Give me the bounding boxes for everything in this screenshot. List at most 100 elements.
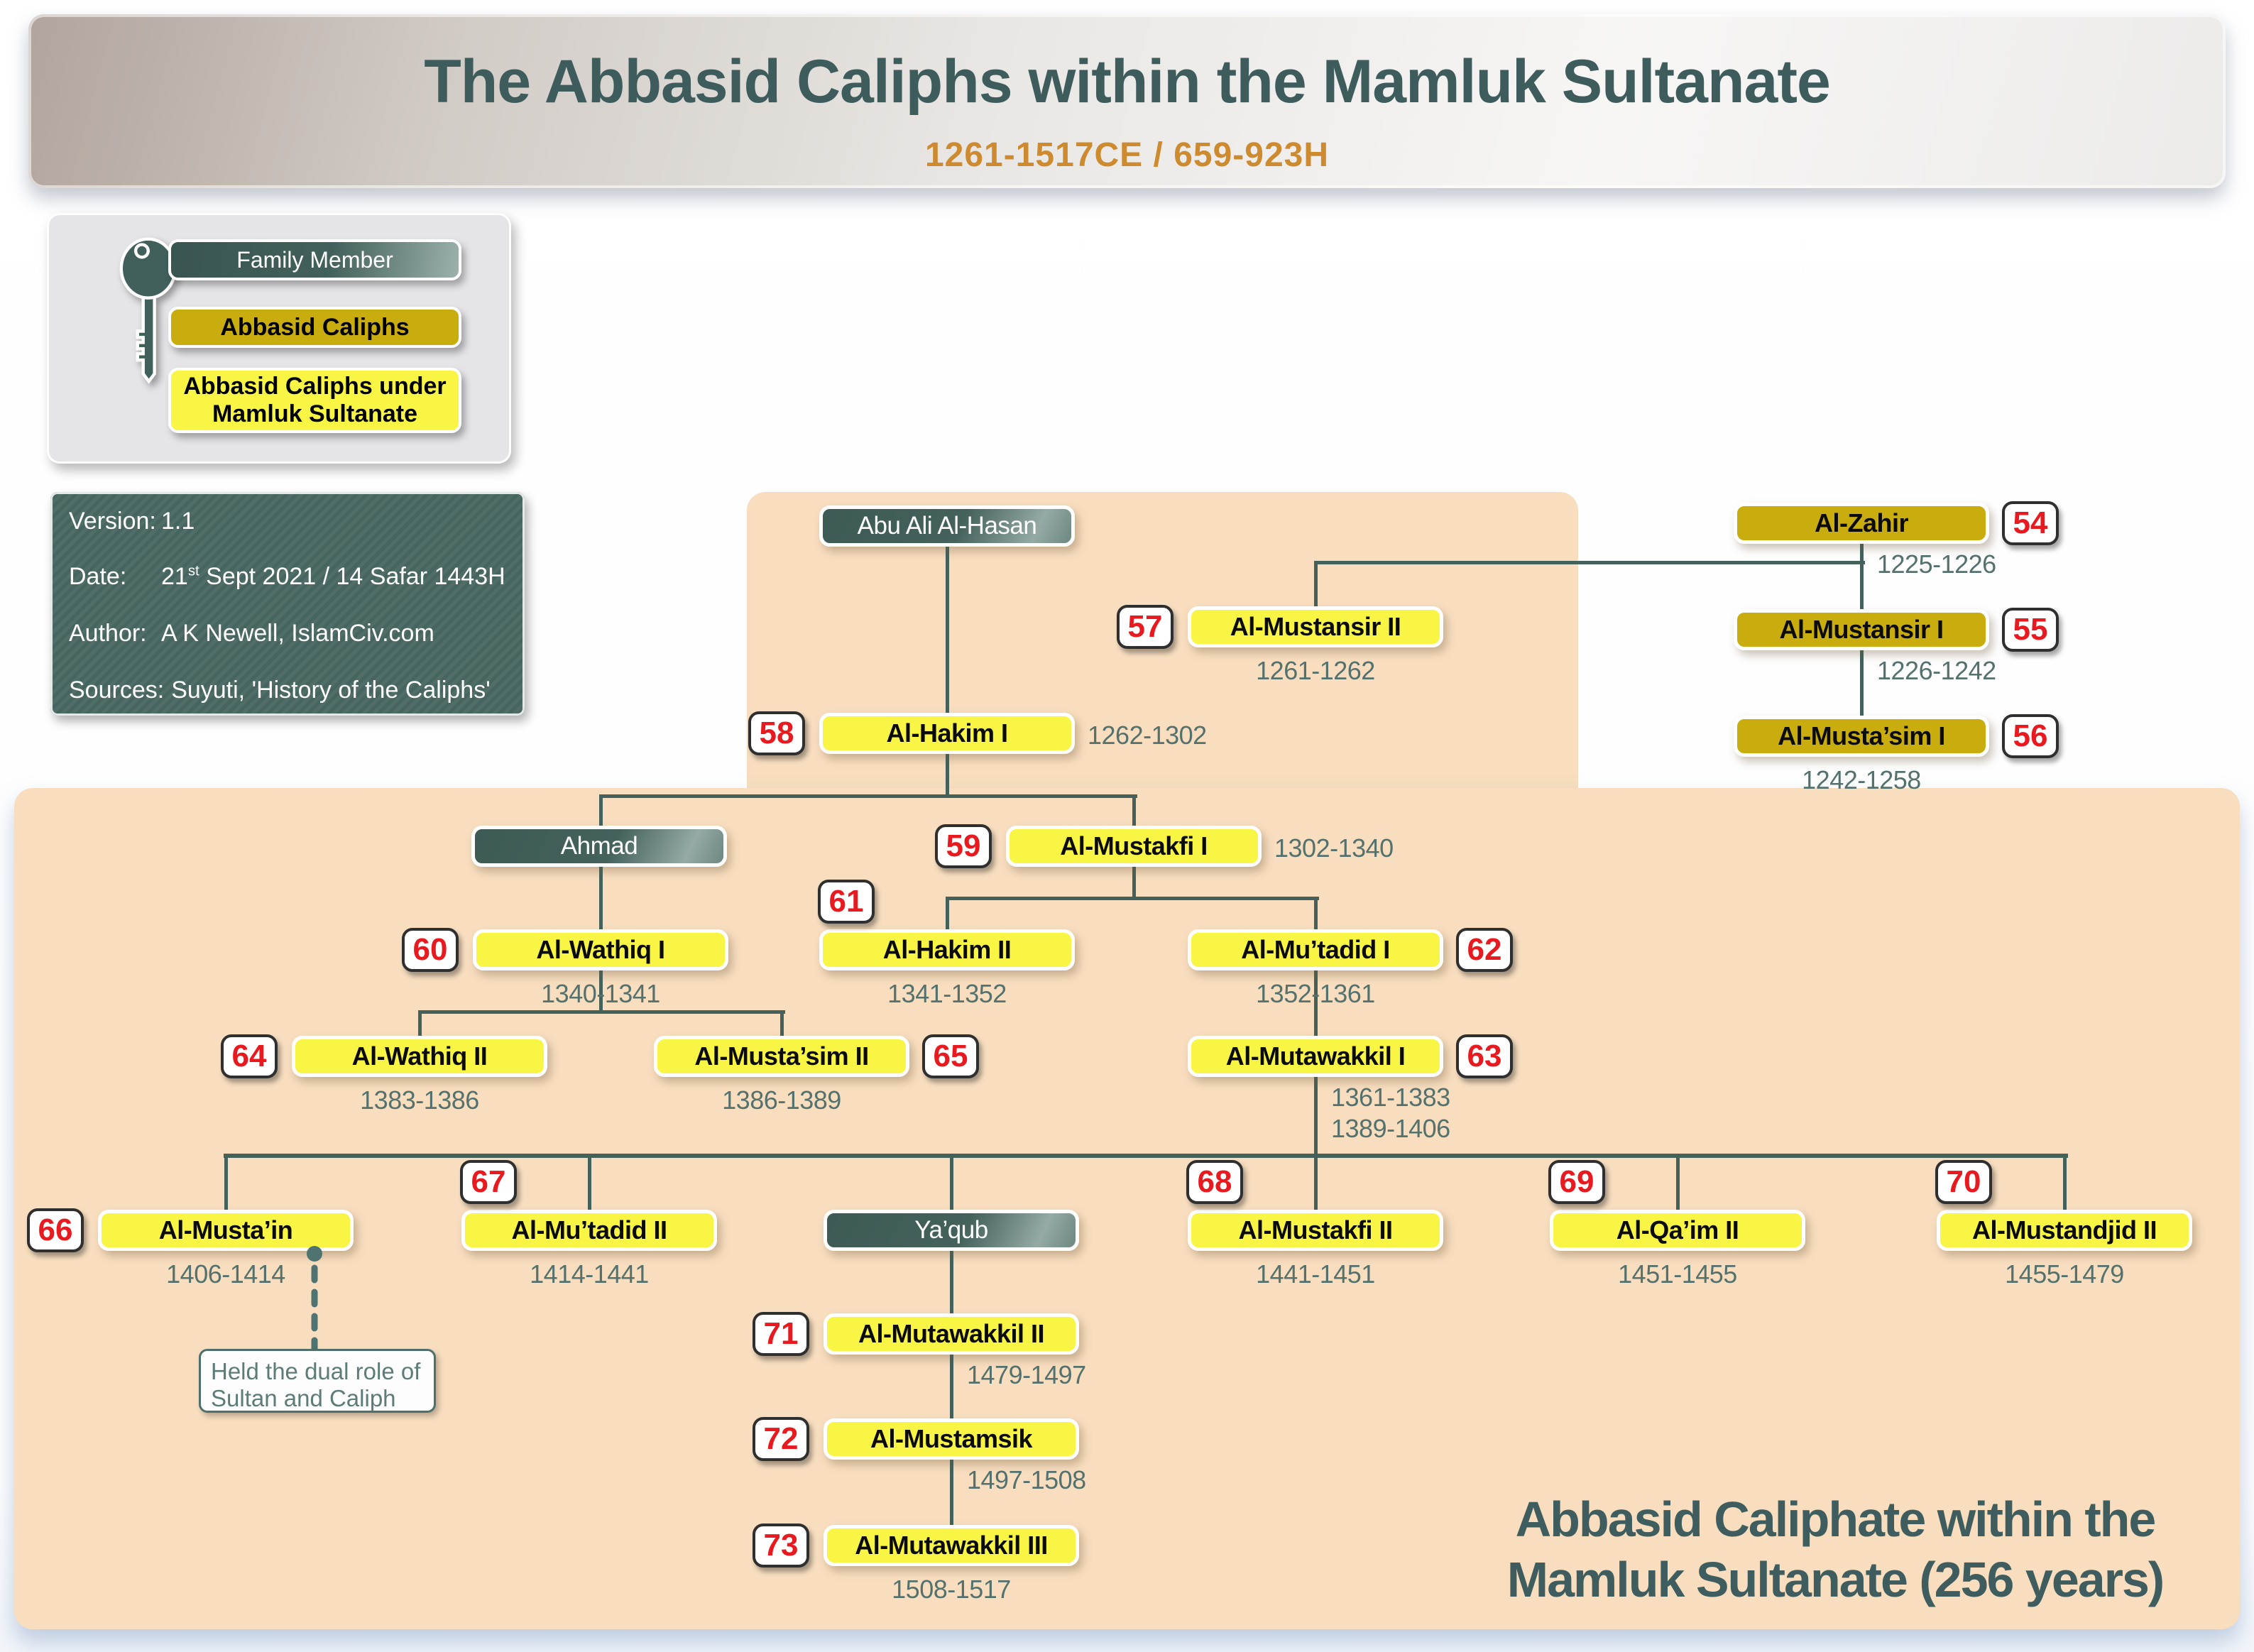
- node-label: Al-Mustandjid II: [1972, 1215, 2157, 1245]
- date-label: 1242-1258: [1802, 765, 1921, 794]
- connector-line: [945, 898, 949, 931]
- number-badge-72: 72: [753, 1417, 809, 1461]
- title-banner: The Abbasid Caliphs within the Mamluk Su…: [28, 14, 2226, 188]
- legend-label: Abbasid Caliphs under Mamluk Sultanate: [183, 372, 447, 427]
- connector-line: [1313, 562, 1318, 606]
- node-label: Al-Mu’tadid I: [1241, 935, 1390, 964]
- number-badge-58: 58: [748, 711, 805, 755]
- connector-line: [1859, 650, 1864, 716]
- node-label: Abu Ali Al-Hasan: [857, 512, 1037, 540]
- legend-item-abbasid-caliphs: Abbasid Caliphs: [168, 307, 461, 348]
- date-label: 1361-1383: [1331, 1083, 1450, 1112]
- author-label: Author:: [69, 620, 147, 647]
- connector-line: [949, 1156, 953, 1211]
- connector-line: [1313, 1156, 1318, 1211]
- number-badge-64: 64: [221, 1034, 278, 1078]
- number-badge-68: 68: [1186, 1160, 1243, 1204]
- node-mustain: Al-Musta’in: [98, 1210, 354, 1251]
- connector-line: [1313, 560, 1865, 564]
- node-qaim2: Al-Qa’im II: [1550, 1210, 1805, 1251]
- date-label: Date:: [69, 563, 127, 590]
- note-box: Held the dual role of Sultan and Caliph: [199, 1349, 436, 1413]
- node-label: Al-Hakim II: [882, 935, 1012, 964]
- legend-label: Abbasid Caliphs: [220, 313, 410, 341]
- number-badge-67: 67: [460, 1160, 517, 1204]
- connector-line: [598, 970, 603, 1013]
- node-mustansir1: Al-Mustansir I: [1734, 609, 1989, 650]
- node-label: Al-Mutawakkil III: [855, 1531, 1048, 1560]
- caption: Abbasid Caliphate within the Mamluk Sult…: [1477, 1489, 2194, 1611]
- connector-line: [945, 896, 1319, 900]
- node-hakim2: Al-Hakim II: [819, 929, 1075, 970]
- number-badge-71: 71: [753, 1312, 809, 1356]
- page-title: The Abbasid Caliphs within the Mamluk Su…: [424, 48, 1831, 116]
- node-label: Ahmad: [560, 832, 638, 860]
- caption-line1: Abbasid Caliphate within the: [1515, 1492, 2157, 1547]
- connector-line: [1132, 867, 1136, 899]
- number-badge-63: 63: [1456, 1034, 1513, 1078]
- number-badge-57: 57: [1117, 605, 1173, 649]
- node-mustakfi2: Al-Mustakfi II: [1188, 1210, 1443, 1251]
- node-mutadid2: Al-Mu’tadid II: [461, 1210, 717, 1251]
- node-label: Al-Mustansir II: [1230, 612, 1401, 641]
- node-ahmad: Ahmad: [471, 826, 727, 867]
- info-version-row: Version:1.1: [69, 508, 195, 535]
- date-label: 1262-1302: [1088, 721, 1207, 750]
- date-label: 1406-1414: [166, 1259, 285, 1289]
- date-label: 1225-1226: [1877, 549, 1996, 579]
- node-yaqub: Ya’qub: [824, 1210, 1079, 1251]
- page-subtitle: 1261-1517CE / 659-923H: [924, 136, 1330, 174]
- number-badge-56: 56: [2002, 714, 2059, 758]
- number-badge-55: 55: [2002, 608, 2059, 652]
- legend-item-family-member: Family Member: [168, 239, 461, 280]
- node-hakim1: Al-Hakim I: [819, 713, 1075, 754]
- version-value: 1.1: [161, 508, 195, 535]
- node-label: Al-Zahir: [1814, 508, 1909, 537]
- date-label: 1302-1340: [1274, 833, 1394, 863]
- legend-panel: Family Member Abbasid Caliphs Abbasid Ca…: [47, 213, 511, 464]
- node-label: Al-Mustamsik: [870, 1424, 1033, 1453]
- legend-item-mamluk-caliphs: Abbasid Caliphs under Mamluk Sultanate: [168, 368, 461, 433]
- date-label: 1508-1517: [892, 1575, 1011, 1604]
- node-wathiq2: Al-Wathiq II: [292, 1036, 547, 1077]
- node-mustasim1: Al-Musta’sim I: [1734, 716, 1989, 757]
- number-badge-54: 54: [2002, 501, 2059, 545]
- node-label: Al-Musta’in: [158, 1215, 293, 1245]
- node-mutawakkil2: Al-Mutawakkil II: [824, 1313, 1079, 1355]
- date-label: 1352-1361: [1256, 979, 1375, 1008]
- connector-line: [417, 1012, 422, 1037]
- version-label: Version:: [69, 508, 156, 535]
- connector-line: [598, 796, 603, 827]
- number-badge-60: 60: [402, 928, 459, 972]
- node-label: Ya’qub: [914, 1216, 988, 1244]
- node-label: Al-Mustansir I: [1779, 615, 1944, 644]
- connector-line: [945, 754, 949, 797]
- node-label: Al-Mustakfi I: [1060, 831, 1208, 860]
- author-value: A K Newell, IslamCiv.com: [161, 620, 434, 647]
- date-label: 1340-1341: [541, 979, 660, 1008]
- date-label: 1414-1441: [530, 1259, 649, 1289]
- number-badge-61: 61: [818, 880, 875, 924]
- connector-line: [224, 1154, 2068, 1158]
- node-mustakfi1: Al-Mustakfi I: [1006, 826, 1262, 867]
- sources-label: Sources:: [69, 677, 165, 704]
- date-label: 1386-1389: [722, 1085, 841, 1115]
- date-label: 1261-1262: [1256, 656, 1375, 685]
- date-label: 1389-1406: [1331, 1114, 1450, 1143]
- node-label: Al-Musta’sim II: [694, 1041, 869, 1071]
- connector-line: [2062, 1156, 2067, 1211]
- info-panel: Version:1.1 Date: 21st Sept 2021 / 14 Saf…: [50, 492, 525, 716]
- date-label: 1441-1451: [1256, 1259, 1375, 1289]
- node-mustasim2: Al-Musta’sim II: [654, 1036, 909, 1077]
- date-label: 1383-1386: [360, 1085, 479, 1115]
- number-badge-66: 66: [27, 1208, 84, 1252]
- node-mustandjid2: Al-Mustandjid II: [1937, 1210, 2192, 1251]
- date-value: 21st Sept 2021 / 14 Safar 1443H: [161, 563, 505, 590]
- node-label: Al-Wathiq I: [536, 935, 665, 964]
- connector-line: [224, 1156, 228, 1211]
- connector-line: [587, 1156, 591, 1211]
- node-label: Al-Mustakfi II: [1238, 1215, 1393, 1245]
- number-badge-62: 62: [1456, 928, 1513, 972]
- date-label: 1226-1242: [1877, 656, 1996, 685]
